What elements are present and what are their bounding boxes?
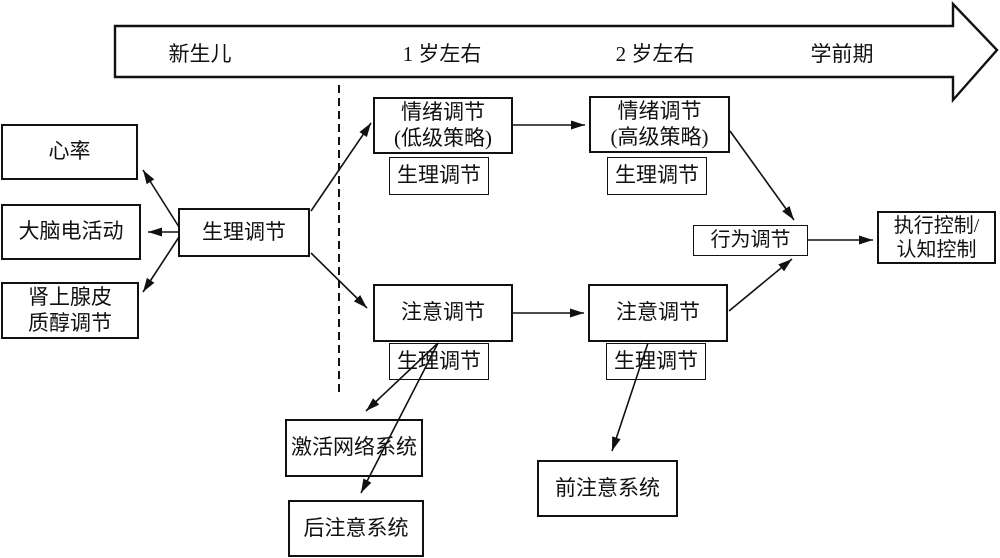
node-adrenal-cortisol-regulation: 肾上腺皮 质醇调节 [1,282,139,339]
node-activation-network-system: 激活网络系统 [285,419,423,477]
node-anterior-attention-system: 前注意系统 [537,460,678,517]
node-emotion-regulation-low-strategy: 情绪调节 (低级策略) [373,97,513,154]
node-physiological-regulation-sub-attention-1: 生理调节 [389,343,489,380]
arrow-physio-to-adrenal [142,236,180,293]
node-brain-electrical-activity: 大脑电活动 [1,204,141,260]
arrow-attention-2-to-behavior [728,258,793,312]
node-posterior-attention-system: 后注意系统 [288,500,424,557]
timeline-label-preschool: 学前期 [810,42,874,66]
node-attention-regulation-1: 注意调节 [373,284,513,342]
arrow-physio-to-heart-rate [142,169,180,228]
node-physiological-regulation-sub-emotion-low: 生理调节 [389,157,489,195]
timeline-label-newborn: 新生儿 [168,42,232,66]
arrow-physio-to-emotion-low [310,122,372,212]
node-physiological-regulation-sub-attention-2: 生理调节 [606,343,706,380]
arrow-physio-to-attention-1 [310,252,368,309]
node-physiological-regulation-sub-emotion-high: 生理调节 [607,157,707,195]
node-attention-regulation-2: 注意调节 [588,284,728,342]
node-executive-cognitive-control: 执行控制/ 认知控制 [877,211,996,264]
node-physiological-regulation-main: 生理调节 [178,208,310,257]
node-emotion-regulation-high-strategy: 情绪调节 (高级策略) [589,96,730,153]
timeline-label-age-2: 2 岁左右 [615,42,695,66]
node-heart-rate: 心率 [1,124,138,180]
arrow-emotion-high-to-behavior [729,130,795,221]
node-behavior-regulation: 行为调节 [693,225,808,256]
timeline-label-age-1: 1 岁左右 [402,42,482,66]
